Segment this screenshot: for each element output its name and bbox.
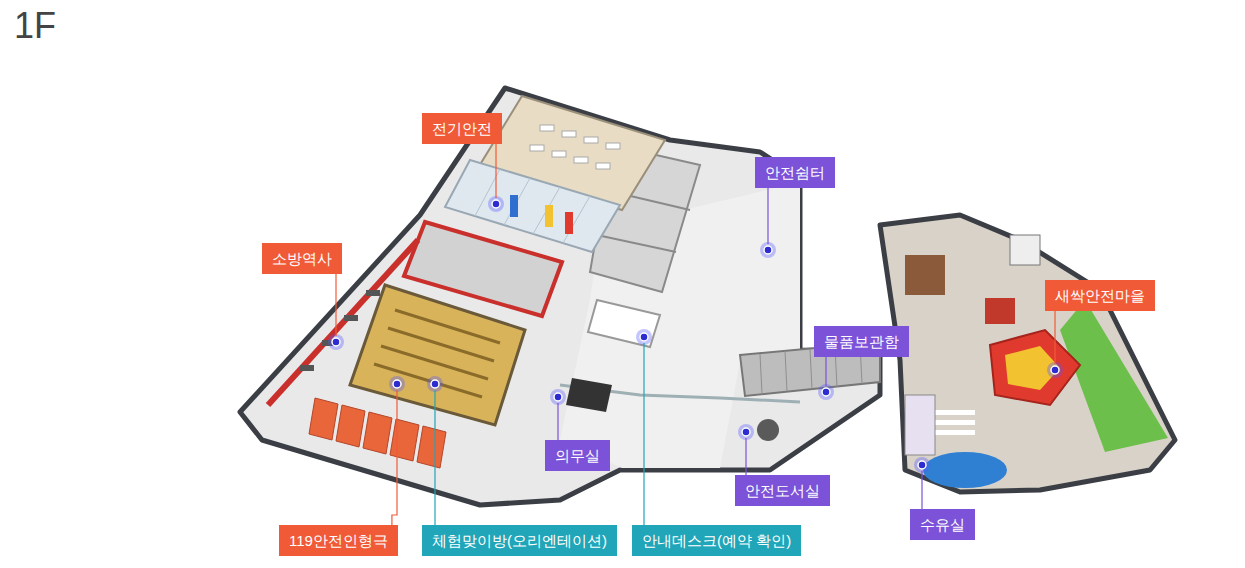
area-name: 소방역사 — [272, 250, 332, 267]
stair-well — [566, 378, 612, 412]
leader-line — [557, 403, 558, 440]
nursing-room — [905, 395, 935, 455]
area-label: 안전쉼터 — [755, 157, 835, 188]
area-name: 안전쉼터 — [765, 164, 825, 181]
crosswalk — [935, 410, 975, 435]
location-dots — [328, 196, 1063, 473]
area-name: 수유실 — [920, 516, 965, 533]
area-label: 119안전인형극 — [279, 525, 398, 556]
leader-line — [495, 144, 496, 198]
entrance-doors — [309, 398, 446, 468]
area-label: 소방역사 — [262, 243, 342, 274]
area-label: 의무실 — [545, 440, 610, 471]
area-name: 물품보관함 — [824, 333, 899, 350]
kids-house — [905, 255, 945, 295]
info-desk — [588, 300, 660, 347]
area-label: 안내데스크(예약 확인) — [632, 525, 801, 556]
kids-village-floor — [880, 215, 1175, 492]
area-label: 물품보관함 — [814, 326, 909, 357]
blue-play-floor — [923, 452, 1007, 488]
area-label: 전기안전 — [422, 113, 502, 144]
kids-house — [1010, 235, 1040, 265]
grass — [1060, 300, 1168, 452]
electric-panel — [510, 195, 518, 217]
area-name: 안전도서실 — [745, 482, 820, 499]
desks — [530, 125, 620, 169]
floor-title: 1F — [14, 6, 56, 46]
leader-line — [745, 438, 746, 475]
leader-line — [392, 390, 397, 525]
area-name: 새싹안전마을 — [1055, 287, 1145, 304]
area-label: 안전도서실 — [735, 475, 830, 506]
area-label: 새싹안전마을 — [1045, 280, 1155, 311]
play-structure — [990, 330, 1080, 405]
leader-line — [643, 343, 644, 525]
theater-room — [350, 285, 525, 425]
area-name: 안내데스크(예약 확인) — [642, 532, 791, 549]
area-name: 체험맞이방(오리엔테이션) — [432, 532, 607, 549]
play-structure-top — [1005, 346, 1060, 390]
glass-grid — [475, 169, 590, 243]
electric-panel — [565, 212, 573, 234]
theater-seats — [374, 310, 500, 397]
kids-house — [985, 298, 1015, 324]
area-label: 체험맞이방(오리엔테이션) — [422, 525, 617, 556]
leader-line — [767, 188, 768, 244]
electric-panel — [545, 205, 553, 227]
leader-line — [825, 357, 826, 386]
area-name: 의무실 — [555, 447, 600, 464]
leader-line — [335, 274, 336, 336]
area-name: 119안전인형극 — [289, 532, 388, 549]
leader-line — [1054, 311, 1055, 364]
floor-slab — [240, 88, 880, 505]
area-name: 전기안전 — [432, 120, 492, 137]
area-label: 수유실 — [910, 509, 975, 540]
room-wall — [597, 235, 676, 252]
leader-line — [434, 390, 435, 525]
leader-line — [921, 471, 922, 509]
column — [757, 419, 779, 441]
